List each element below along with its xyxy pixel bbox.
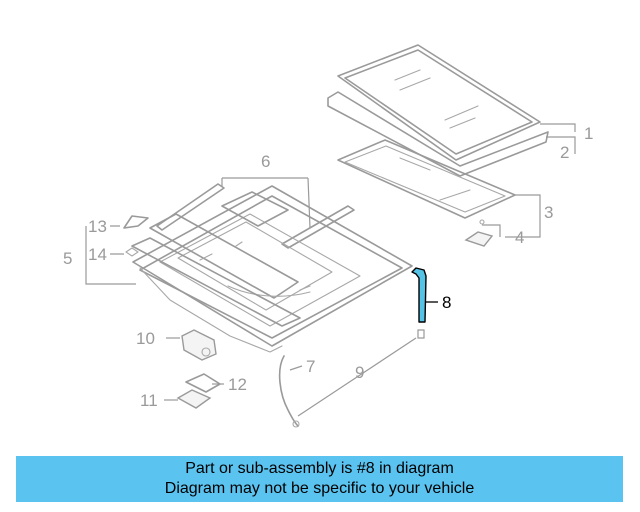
- banner-line-1: Part or sub-assembly is #8 in diagram: [185, 460, 454, 477]
- frame-assembly: [131, 185, 413, 353]
- glass-panel: [337, 44, 541, 161]
- callout-12: 12: [228, 375, 247, 394]
- callout-8: 8: [442, 293, 451, 312]
- callout-1: 1: [584, 124, 593, 143]
- callout-7: 7: [306, 357, 315, 376]
- switch: [176, 373, 221, 409]
- callout-13: 13: [88, 217, 107, 236]
- callout-6: 6: [261, 152, 270, 171]
- drain-hose-end: [292, 420, 300, 428]
- callout-10: 10: [136, 329, 155, 348]
- callout-9: 9: [355, 363, 364, 382]
- guide-rails: [156, 183, 355, 249]
- info-banner: Part or sub-assembly is #8 in diagram Di…: [16, 456, 623, 502]
- callout-2: 2: [560, 143, 569, 162]
- leader-lines: [85, 123, 576, 417]
- parts-diagram: 1 2 3 4 5 6 7 8 9 10 11 12 13 14: [63, 44, 593, 428]
- banner-line-2: Diagram may not be specific to your vehi…: [164, 480, 475, 497]
- part-8-end: [417, 329, 425, 339]
- highlighted-part-8: [411, 267, 427, 323]
- callout-14: 14: [88, 245, 107, 264]
- bracket: [464, 219, 494, 247]
- drain-hose: [278, 355, 299, 427]
- callout-4: 4: [515, 228, 524, 247]
- callout-5: 5: [63, 249, 72, 268]
- motor: [181, 329, 217, 361]
- callout-11: 11: [140, 391, 158, 410]
- callout-3: 3: [544, 203, 553, 222]
- clip: [125, 247, 139, 257]
- seal-tip: [123, 215, 149, 229]
- inner-frame: [337, 139, 516, 219]
